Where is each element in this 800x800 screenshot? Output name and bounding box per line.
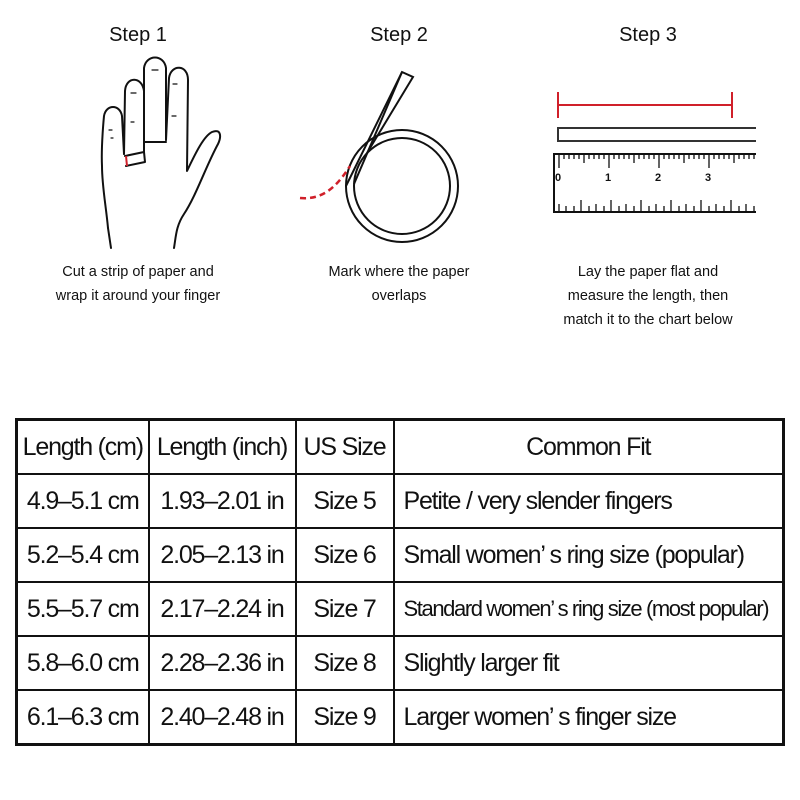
table-row: 5.2–5.4 cm 2.05–2.13 in Size 6 Small wom… [15, 527, 785, 583]
step-3-line-3: match it to the chart below [563, 312, 733, 328]
cell-common-fit: Larger women’ s finger size [392, 689, 785, 746]
header-length-inch: Length (inch) [147, 418, 297, 475]
cell-common-fit: Standard women’ s ring size (most popula… [392, 581, 785, 637]
table-row: 5.8–6.0 cm 2.28–2.36 in Size 8 Slightly … [15, 635, 785, 691]
ruler-measure-icon: 0 1 2 3 [553, 92, 756, 213]
cell-length-cm: 5.5–5.7 cm [15, 581, 150, 637]
hand-wrap-icon [100, 56, 222, 249]
step-1-description: Cut a strip of paper and wrap it around … [26, 260, 250, 308]
cell-length-cm: 5.8–6.0 cm [15, 635, 150, 691]
cell-length-inch: 2.17–2.24 in [147, 581, 297, 637]
step-2-description: Mark where the paper overlaps [272, 260, 526, 308]
ring-size-table: Length (cm) Length (inch) US Size Common… [15, 418, 785, 746]
table-header-row: Length (cm) Length (inch) US Size Common… [15, 418, 785, 475]
step-1-line-1: Cut a strip of paper and [62, 264, 214, 280]
ruler-label-0: 0 [555, 172, 561, 184]
cell-length-inch: 2.40–2.48 in [147, 689, 297, 746]
step-2-title: Step 2 [370, 24, 428, 46]
cell-us-size: Size 7 [294, 581, 395, 637]
step-3: Step 3 0 1 2 3 Lay the paper flat and me… [530, 0, 766, 340]
ruler-label-3: 3 [705, 172, 711, 184]
cell-length-cm: 4.9–5.1 cm [15, 473, 150, 529]
table-row: 5.5–5.7 cm 2.17–2.24 in Size 7 Standard … [15, 581, 785, 637]
cell-us-size: Size 5 [294, 473, 395, 529]
step-3-line-2: measure the length, then [567, 288, 729, 304]
step-2-line-1: Mark where the paper [328, 264, 470, 280]
ruler-label-2: 2 [655, 172, 661, 184]
cell-common-fit: Small women’ s ring size (popular) [392, 527, 785, 583]
cell-us-size: Size 6 [294, 527, 395, 583]
cell-length-cm: 6.1–6.3 cm [15, 689, 150, 746]
header-length-cm: Length (cm) [15, 418, 150, 475]
step-3-description: Lay the paper flat and measure the lengt… [530, 260, 766, 332]
step-1-line-2: wrap it around your finger [55, 288, 221, 304]
ruler-label-1: 1 [605, 172, 611, 184]
cell-length-cm: 5.2–5.4 cm [15, 527, 150, 583]
table-row: 6.1–6.3 cm 2.40–2.48 in Size 9 Larger wo… [15, 689, 785, 746]
step-1-title: Step 1 [109, 24, 167, 46]
cell-us-size: Size 8 [294, 635, 395, 691]
header-us-size: US Size [294, 418, 395, 475]
cell-length-inch: 2.28–2.36 in [147, 635, 297, 691]
cell-us-size: Size 9 [294, 689, 395, 746]
step-3-line-1: Lay the paper flat and [577, 264, 719, 280]
cell-common-fit: Slightly larger fit [392, 635, 785, 691]
step-1: Step 1 Cut a strip of paper and wrap it … [26, 0, 250, 340]
header-common-fit: Common Fit [392, 418, 785, 475]
step-2-line-2: overlaps [371, 288, 427, 304]
step-2: Step 2 Mark where the paper overlaps [272, 0, 526, 340]
cell-common-fit: Petite / very slender fingers [392, 473, 785, 529]
cell-length-inch: 2.05–2.13 in [147, 527, 297, 583]
table-row: 4.9–5.1 cm 1.93–2.01 in Size 5 Petite / … [15, 473, 785, 529]
step-3-title: Step 3 [619, 24, 677, 46]
cell-length-inch: 1.93–2.01 in [147, 473, 297, 529]
paper-loop-icon [299, 70, 459, 243]
